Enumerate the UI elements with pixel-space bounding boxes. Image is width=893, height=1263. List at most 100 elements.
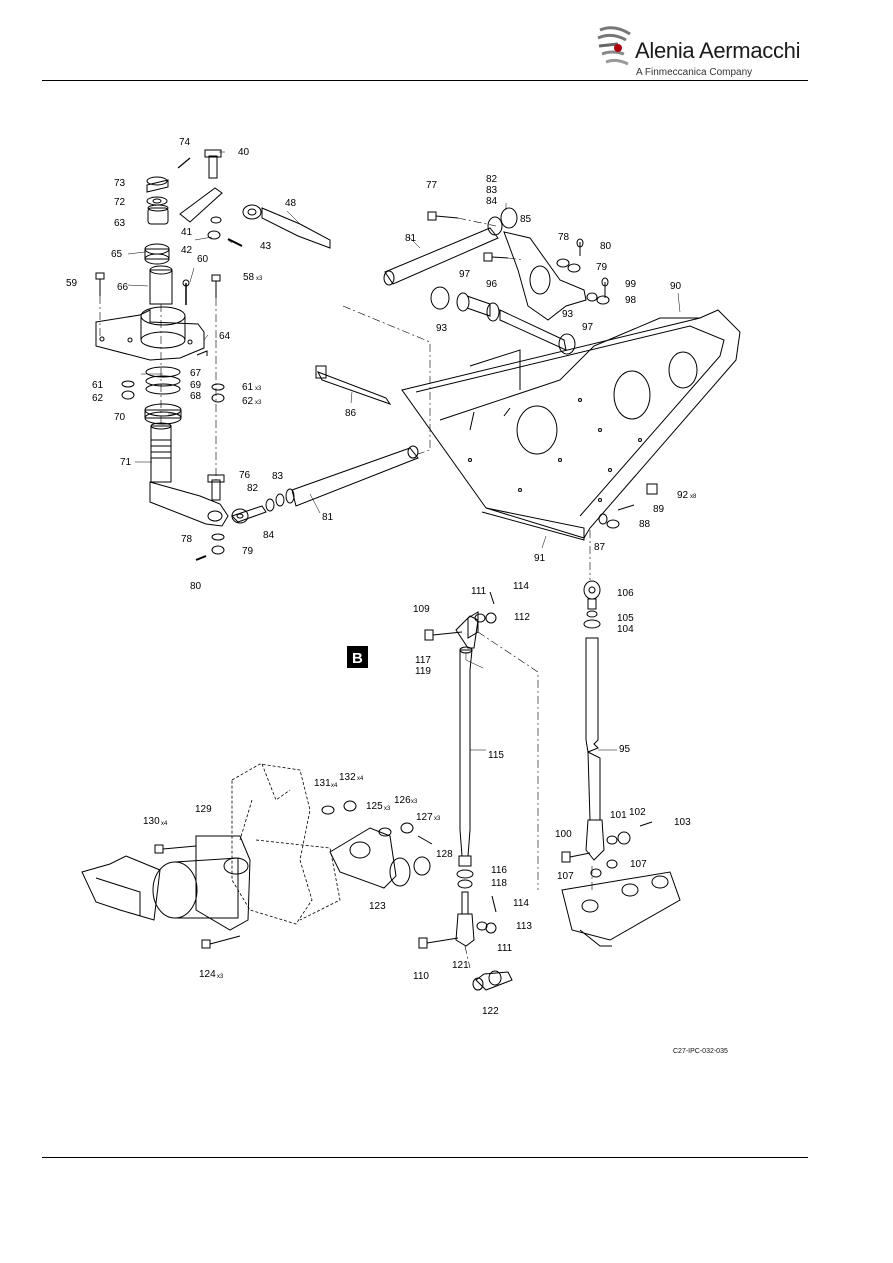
callout-131: 131 (314, 778, 331, 789)
callout-81-top: 81 (405, 233, 417, 244)
header-rule (42, 80, 808, 81)
callout-125: 125 (366, 801, 383, 812)
structure-outline (231, 763, 341, 925)
callout-116: 116 (491, 865, 507, 876)
brand-tagline: A Finmeccanica Company (636, 67, 753, 78)
callout-61-qty: x3 (255, 386, 262, 392)
callout-111: 111 (471, 586, 487, 597)
callout-109: 109 (413, 604, 430, 615)
callout-110: 110 (413, 971, 429, 982)
callout-124-qty: x3 (217, 974, 224, 980)
callout-84-top: 84 (486, 196, 498, 207)
callout-106: 106 (617, 588, 634, 599)
callout-127-qty: x3 (434, 816, 441, 822)
callout-95: 95 (619, 744, 631, 755)
callout-112: 112 (514, 612, 530, 623)
callout-132-qty: x4 (357, 776, 364, 782)
callout-111-lower: 111 (497, 943, 513, 954)
callout-64: 64 (219, 331, 231, 342)
leader-lines (127, 151, 681, 751)
alignment-lines (99, 217, 593, 969)
callout-118: 118 (491, 878, 507, 889)
callout-72: 72 (114, 197, 126, 208)
callout-115: 115 (488, 750, 504, 761)
callout-62: 62 (92, 393, 104, 404)
callout-83-top: 83 (486, 185, 498, 196)
svg-text:B: B (352, 650, 363, 667)
callout-80: 80 (190, 581, 202, 592)
callout-126: 126 (394, 795, 411, 806)
callout-40: 40 (238, 147, 250, 158)
callout-129: 129 (195, 804, 212, 815)
callout-98: 98 (625, 295, 637, 306)
callout-104: 104 (617, 624, 634, 635)
callout-labels: 74 40 73 72 48 63 41 42 43 65 60 59 66 5… (66, 137, 697, 1017)
footer-rule (42, 1157, 808, 1158)
callout-114: 114 (513, 581, 529, 592)
callout-128: 128 (436, 849, 453, 860)
callout-58: 58 (243, 272, 255, 283)
callout-90: 90 (670, 281, 682, 292)
callout-101: 101 (610, 810, 627, 821)
callout-86: 86 (345, 408, 357, 419)
brand-name: Alenia Aermacchi (635, 38, 801, 63)
callout-92-qty: x8 (690, 494, 697, 500)
callout-107: 107 (557, 871, 574, 882)
callout-124: 124 (199, 969, 216, 980)
callout-97-right: 97 (582, 322, 594, 333)
callout-61: 61 (92, 380, 104, 391)
callout-66: 66 (117, 282, 129, 293)
callout-89: 89 (653, 504, 665, 515)
callout-68: 68 (190, 391, 202, 402)
callout-93-right: 93 (562, 309, 574, 320)
callout-114-lower: 114 (513, 898, 529, 909)
callout-79-top: 79 (596, 262, 608, 273)
callout-42: 42 (181, 245, 193, 256)
callout-58-qty: x3 (256, 276, 263, 282)
callout-102: 102 (629, 807, 646, 818)
callout-78: 78 (181, 534, 193, 545)
callout-93: 93 (436, 323, 448, 334)
callout-69: 69 (190, 380, 202, 391)
company-logo: Alenia Aermacchi A Finmeccanica Company (596, 24, 800, 78)
callout-85: 85 (520, 214, 532, 225)
callout-119: 119 (415, 666, 431, 677)
callout-63: 63 (114, 218, 126, 229)
aermacchi-swoosh-icon (597, 26, 631, 66)
callout-97: 97 (459, 269, 471, 280)
callout-67: 67 (190, 368, 202, 379)
callout-76: 76 (239, 470, 251, 481)
callout-87: 87 (594, 542, 606, 553)
callout-48: 48 (285, 198, 297, 209)
callout-81: 81 (322, 512, 334, 523)
callout-61-x3: 61 (242, 382, 254, 393)
callout-73: 73 (114, 178, 126, 189)
callout-130-qty: x4 (161, 821, 168, 827)
callout-84: 84 (263, 530, 275, 541)
callout-80-top: 80 (600, 241, 612, 252)
callout-77: 77 (426, 180, 438, 191)
callout-41: 41 (181, 227, 193, 238)
callout-59: 59 (66, 278, 78, 289)
callout-62-x3: 62 (242, 396, 254, 407)
callout-103: 103 (674, 817, 691, 828)
callout-123: 123 (369, 901, 386, 912)
callout-130: 130 (143, 816, 160, 827)
callout-131-qty: x4 (331, 783, 338, 789)
callout-117: 117 (415, 655, 431, 666)
callout-92: 92 (677, 490, 689, 501)
callout-71: 71 (120, 457, 132, 468)
callout-100: 100 (555, 829, 572, 840)
callout-60: 60 (197, 254, 209, 265)
callout-65: 65 (111, 249, 123, 260)
callout-132: 132 (339, 772, 356, 783)
callout-126-qty: x3 (411, 799, 418, 805)
callout-74: 74 (179, 137, 191, 148)
callout-125-qty: x3 (384, 806, 391, 812)
callout-83: 83 (272, 471, 284, 482)
callout-62-qty: x3 (255, 400, 262, 406)
view-b-badge: B (347, 646, 368, 668)
callout-70: 70 (114, 412, 126, 423)
callout-91: 91 (534, 553, 546, 564)
